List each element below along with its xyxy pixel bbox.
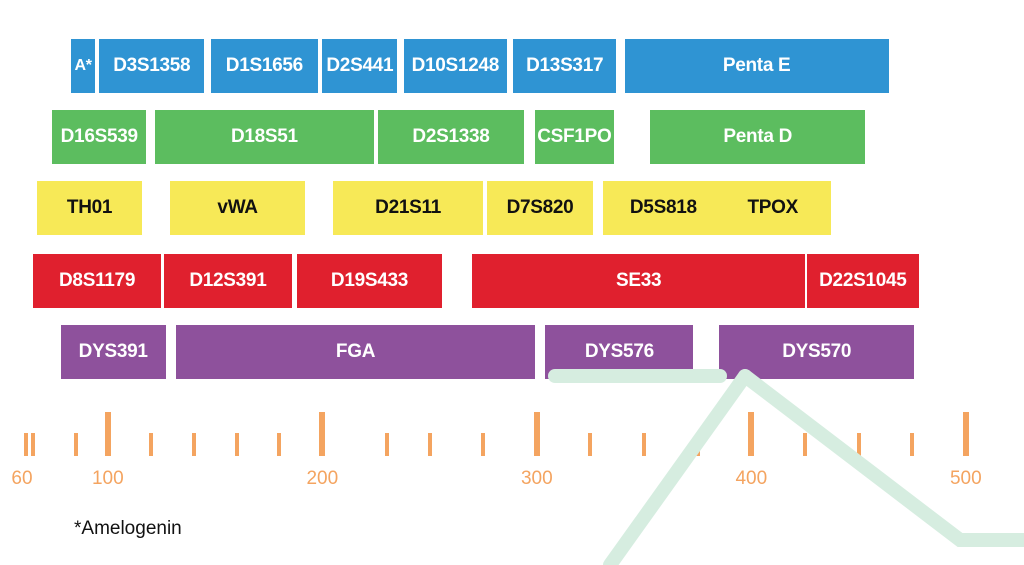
marker-d19s433: D19S433 [296, 254, 443, 308]
marker-penta-d: Penta D [650, 110, 865, 164]
ladder-minor-tick [427, 433, 432, 456]
ladder-minor-tick [234, 433, 239, 456]
ladder-minor-tick [481, 433, 486, 456]
ladder-minor-tick [642, 433, 647, 456]
marker-d10s1248: D10S1248 [403, 39, 507, 93]
ladder-label-60: 60 [11, 468, 33, 489]
marker-d18s51: D18S51 [154, 110, 374, 164]
ladder-major-tick [104, 412, 111, 456]
marker-dys391: DYS391 [60, 325, 166, 379]
marker-th01: TH01 [37, 181, 143, 235]
ladder-minor-tick [148, 433, 153, 456]
ladder-label-500: 500 [949, 468, 982, 489]
ladder-minor-tick [384, 433, 389, 456]
ladder-major-tick [748, 412, 755, 456]
ladder-label-300: 300 [520, 468, 553, 489]
ladder-minor-tick [802, 433, 807, 456]
marker-d16s539: D16S539 [52, 110, 147, 164]
ladder-minor-tick [910, 433, 915, 456]
ladder-minor-tick [30, 433, 35, 456]
marker-csf1po: CSF1PO [534, 110, 614, 164]
marker-a-: A* [71, 39, 95, 93]
marker-d12s391: D12S391 [163, 254, 293, 308]
marker-d8s1179: D8S1179 [32, 254, 162, 308]
ladder-label-400: 400 [735, 468, 768, 489]
marker-se33: SE33 [472, 254, 805, 308]
ladder-minor-tick [24, 433, 29, 456]
ladder-minor-tick [277, 433, 282, 456]
watermark-line-0 [738, 369, 1024, 547]
ladder-minor-tick [73, 433, 78, 456]
marker-d2s441: D2S441 [322, 39, 398, 93]
ladder-major-tick [533, 412, 540, 456]
ladder-minor-tick [856, 433, 861, 456]
marker-d1s1656: D1S1656 [210, 39, 318, 93]
ladder-major-tick [962, 412, 969, 456]
marker-penta-e: Penta E [624, 39, 889, 93]
marker-fga: FGA [176, 325, 535, 379]
marker-d2s1338: D2S1338 [378, 110, 524, 164]
ladder-minor-tick [695, 433, 700, 456]
ladder-label-100: 100 [91, 468, 124, 489]
marker-d13s317: D13S317 [513, 39, 617, 93]
marker-d7s820: D7S820 [487, 181, 593, 235]
marker-d21s11: D21S11 [333, 181, 484, 235]
marker-d22s1045: D22S1045 [807, 254, 919, 308]
footnote-amelogenin: *Amelogenin [74, 518, 182, 539]
marker-d5s818: D5S818 [603, 181, 724, 235]
marker-tpox: TPOX [714, 181, 831, 235]
marker-dys576: DYS576 [545, 325, 694, 379]
ladder-major-tick [319, 412, 326, 456]
ladder-label-200: 200 [306, 468, 339, 489]
marker-d3s1358: D3S1358 [99, 39, 205, 93]
marker-dys570: DYS570 [719, 325, 915, 379]
ladder-minor-tick [191, 433, 196, 456]
ladder-minor-tick [588, 433, 593, 456]
marker-vwa: vWA [170, 181, 306, 235]
